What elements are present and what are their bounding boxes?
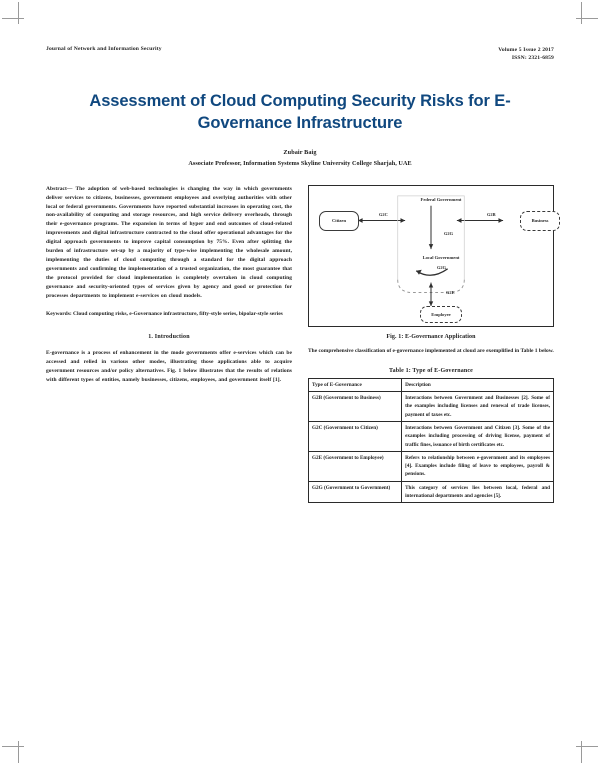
abstract-paragraph: Abstract— The adoption of web-based tech… [46, 185, 292, 299]
crop-mark-top-right-v [581, 2, 582, 24]
table-row: G2E (Government to Employee) Refers to r… [307, 450, 554, 482]
crop-mark-bottom-right-v [581, 741, 582, 763]
running-head-issue: Volume 5 Issue 2 2017 ISSN: 2321-6859 [498, 46, 554, 62]
diagram-node-business-label: Business [531, 218, 549, 224]
table-row: G2C (Government to Citizen) Interactions… [307, 420, 554, 452]
table-cell-type: G2B (Government to Business) [307, 390, 403, 422]
table-cell-description: Interactions between Government and Busi… [401, 390, 554, 422]
table-header-row: Type of E-Governance Description [307, 377, 554, 392]
table-cell-type: G2E (Government to Employee) [307, 450, 403, 482]
keywords-label: Keywords: [46, 310, 72, 317]
page-content: Journal of Network and Information Secur… [46, 46, 560, 504]
two-column-body: Abstract— The adoption of web-based tech… [46, 184, 560, 504]
crop-mark-bottom-left-h [2, 746, 24, 747]
crop-mark-top-left-v [18, 2, 19, 24]
page-sheet: Journal of Network and Information Secur… [18, 18, 582, 747]
figure-note-paragraph: The comprehensive classification of e-go… [308, 347, 554, 354]
crop-mark-bottom-left-v [18, 741, 19, 763]
keywords-line: Keywords: Cloud computing risks, e-Gover… [46, 310, 292, 319]
table-header-description: Description [401, 377, 554, 392]
diagram-node-business: Business [520, 210, 560, 231]
diagram-node-employee: Employee [420, 305, 462, 323]
diagram-node-citizen-label: Citizen [331, 218, 347, 224]
table-cell-description: Refers to relationship between e-governm… [401, 450, 554, 482]
table-cell-type: G2C (Government to Citizen) [307, 420, 403, 452]
page-title: Assessment of Cloud Computing Security R… [89, 92, 511, 132]
table-caption: Table 1: Type of E-Governance [389, 367, 473, 374]
diagram-edge-label-g2b: G2B [487, 211, 496, 217]
diagram-node-employee-label: Employee [431, 311, 451, 317]
figure-egovernance-diagram: Citizen Federal Government Local Governm… [308, 184, 560, 327]
diagram-connectors [357, 195, 504, 307]
table-row: G2B (Government to Business) Interaction… [307, 390, 554, 422]
diagram-node-local-government: Local Government [413, 250, 469, 266]
diagram-node-federal-government: Federal Government [413, 192, 469, 208]
table-cell-description: Interactions between Government and Citi… [401, 420, 554, 452]
diagram-edge-label-g2e: G2E [446, 289, 455, 295]
running-head: Journal of Network and Information Secur… [46, 46, 554, 65]
diagram-node-local-government-label: Local Government [422, 255, 460, 261]
left-column: Abstract— The adoption of web-based tech… [46, 185, 292, 504]
table-cell-description: This category of services lies between l… [401, 480, 554, 504]
figure-caption: Fig. 1: E-Governance Application [386, 333, 476, 340]
crop-mark-top-right-h [576, 18, 598, 19]
table-cell-type: G2G (Government to Government) [307, 480, 403, 504]
crop-mark-top-left-h [2, 18, 24, 19]
diagram-node-federal-government-label: Federal Government [420, 197, 462, 203]
keywords-text: Cloud computing risks, e-Governance infr… [73, 310, 283, 317]
author-affiliation: Associate Professor, Information Systems… [188, 159, 412, 167]
crop-mark-bottom-right-h [576, 746, 598, 747]
running-head-journal: Journal of Network and Information Secur… [46, 46, 162, 52]
diagram-node-citizen: Citizen [319, 210, 359, 231]
egovernance-types-table: Type of E-Governance Description G2B (Go… [307, 377, 554, 504]
table-row: G2G (Government to Government) This cate… [307, 480, 554, 504]
author-name: Zubair Baig [283, 148, 317, 156]
introduction-paragraph: E-governance is a process of enhancement… [46, 350, 292, 384]
right-column: Citizen Federal Government Local Governm… [307, 184, 560, 504]
running-head-volume: Volume 5 Issue 2 2017 [498, 47, 554, 53]
section-heading-introduction: 1. Introduction [148, 334, 190, 341]
diagram-edge-label-g2g-top: G2G [444, 230, 454, 236]
running-head-issn: ISSN: 2321-6859 [511, 55, 554, 62]
diagram-edge-label-g2g-bottom: G2G [437, 264, 447, 270]
diagram-edge-label-g2c: G2C [379, 211, 388, 217]
table-header-type: Type of E-Governance [307, 377, 403, 392]
